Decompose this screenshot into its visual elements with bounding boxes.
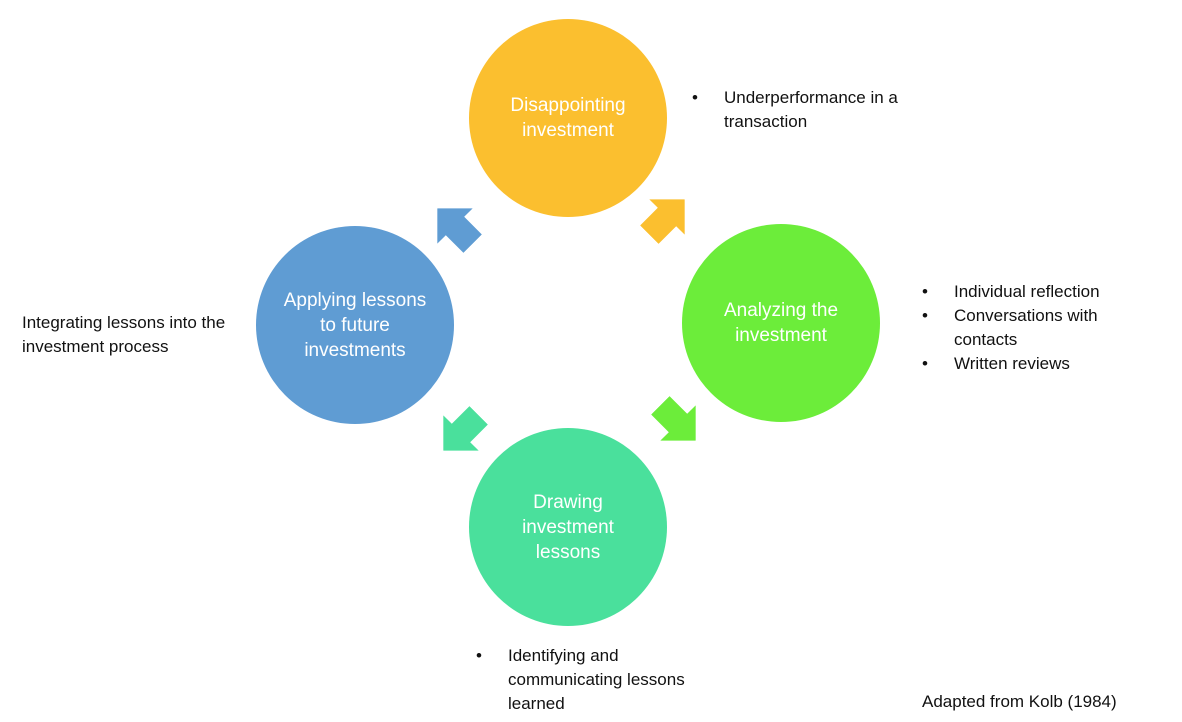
note-bullet: Individual reflection <box>922 280 1142 304</box>
stage-label-applying: Applying lessons to future investments <box>283 289 427 361</box>
note-bullet: Underperformance in a transaction <box>692 86 952 134</box>
stage-label-disappointing: Disappointing investment <box>510 95 626 141</box>
note-bullet: Conversations with contacts <box>922 304 1142 352</box>
stage-disappointing-investment: Disappointing investment <box>469 19 667 217</box>
note-applying: Integrating lessons into the investment … <box>22 313 226 356</box>
stage-applying-lessons: Applying lessons to future investments <box>256 226 454 424</box>
note-drawing: Identifying and communicating lessons le… <box>476 644 736 716</box>
stage-analyzing-investment: Analyzing the investment <box>682 224 880 422</box>
note-bullet: Written reviews <box>922 352 1142 376</box>
attribution-text: Adapted from Kolb (1984) <box>922 692 1117 711</box>
cycle-arrow-right-to-bottom-icon <box>643 388 714 459</box>
cycle-arrow-top-to-right-icon <box>632 182 703 253</box>
note-analyzing: Individual reflection Conversations with… <box>922 280 1142 376</box>
note-bullet: Identifying and communicating lessons le… <box>476 644 736 716</box>
stage-label-analyzing: Analyzing the investment <box>723 300 839 346</box>
stage-label-drawing: Drawing investment lessons <box>522 491 614 563</box>
cycle-arrow-bottom-to-left-icon <box>426 398 497 469</box>
stage-drawing-lessons: Drawing investment lessons <box>469 428 667 626</box>
note-disappointing: Underperformance in a transaction <box>692 86 952 134</box>
cycle-arrow-left-to-top-icon <box>420 191 491 262</box>
